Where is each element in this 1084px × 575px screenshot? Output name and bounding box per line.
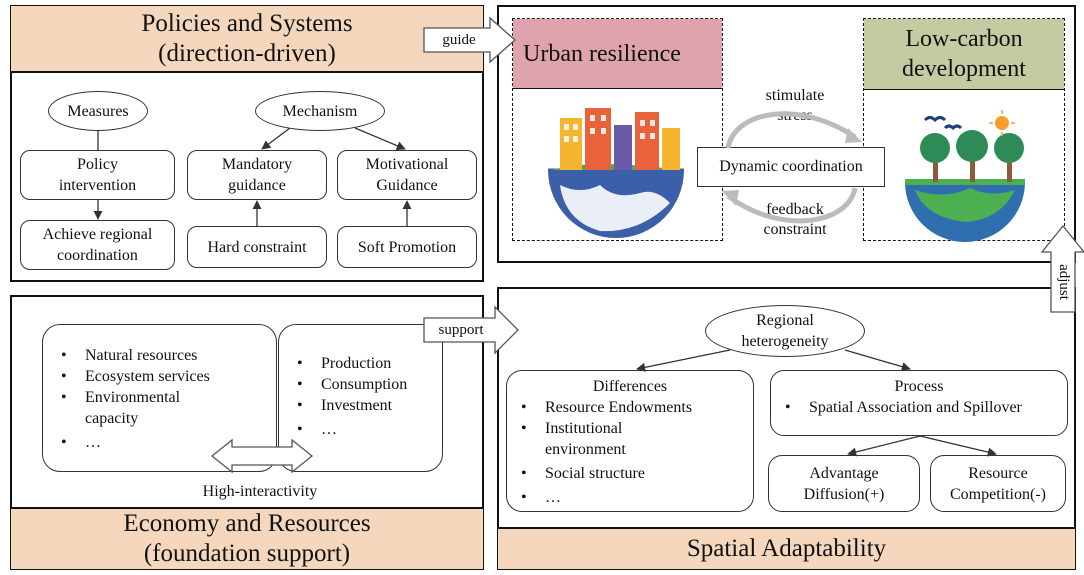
list-item: … (61, 432, 276, 453)
list-item: Natural resources (61, 345, 276, 366)
economy-list: Production Consumption Investment … (293, 353, 442, 440)
differences-box: Differences Resource Endowments Institut… (506, 370, 754, 512)
list-item: Spatial Association and Spillover (785, 397, 1067, 418)
process-box: Process Spatial Association and Spillove… (770, 370, 1068, 436)
adjust-label: adjust (1056, 264, 1072, 300)
list-item: … (297, 419, 442, 440)
process-title: Process (894, 378, 944, 395)
resources-list: Natural resources Ecosystem services Env… (57, 345, 276, 453)
economy-title: Economy and Resources(foundation support… (11, 507, 483, 569)
list-item: Consumption (297, 374, 442, 395)
policies-title-line2: (direction-driven) (158, 39, 336, 67)
support-label: support (438, 322, 484, 338)
list-item: Resource Endowments (521, 397, 753, 418)
urban-resilience-dashed-frame (512, 18, 723, 241)
spatial-title: Spatial Adaptability (498, 527, 1075, 569)
high-interactivity-label: High-interactivity (202, 483, 318, 500)
list-item: Social structure (521, 463, 753, 484)
mechanism-oval: Mechanism (255, 91, 385, 131)
dynamic-coordination-box: Dynamic coordination (697, 147, 885, 187)
differences-list: Resource Endowments Institutional enviro… (521, 397, 753, 508)
policies-title: Policies and Systems (direction-driven) (11, 6, 483, 73)
measures-oval: Measures (48, 91, 148, 131)
list-item: Production (297, 353, 442, 374)
differences-title: Differences (592, 378, 668, 395)
resources-list-box: Natural resources Ecosystem services Env… (42, 324, 277, 472)
list-item: Ecosystem services (61, 366, 276, 387)
policies-title-line1: Policies and Systems (141, 9, 353, 37)
process-list: Spatial Association and Spillover (785, 397, 1067, 418)
list-item: … (521, 487, 753, 508)
soft-promotion-box: Soft Promotion (337, 226, 477, 268)
list-item: Institutional environment (521, 418, 655, 460)
guide-label: guide (442, 32, 476, 48)
hard-constraint-box: Hard constraint (187, 226, 327, 268)
list-item: Environmental capacity (61, 387, 195, 429)
urban-resilience-label: Urban resilience (513, 19, 722, 89)
list-item: Investment (297, 395, 442, 416)
economy-list-box: Production Consumption Investment … (278, 324, 443, 472)
